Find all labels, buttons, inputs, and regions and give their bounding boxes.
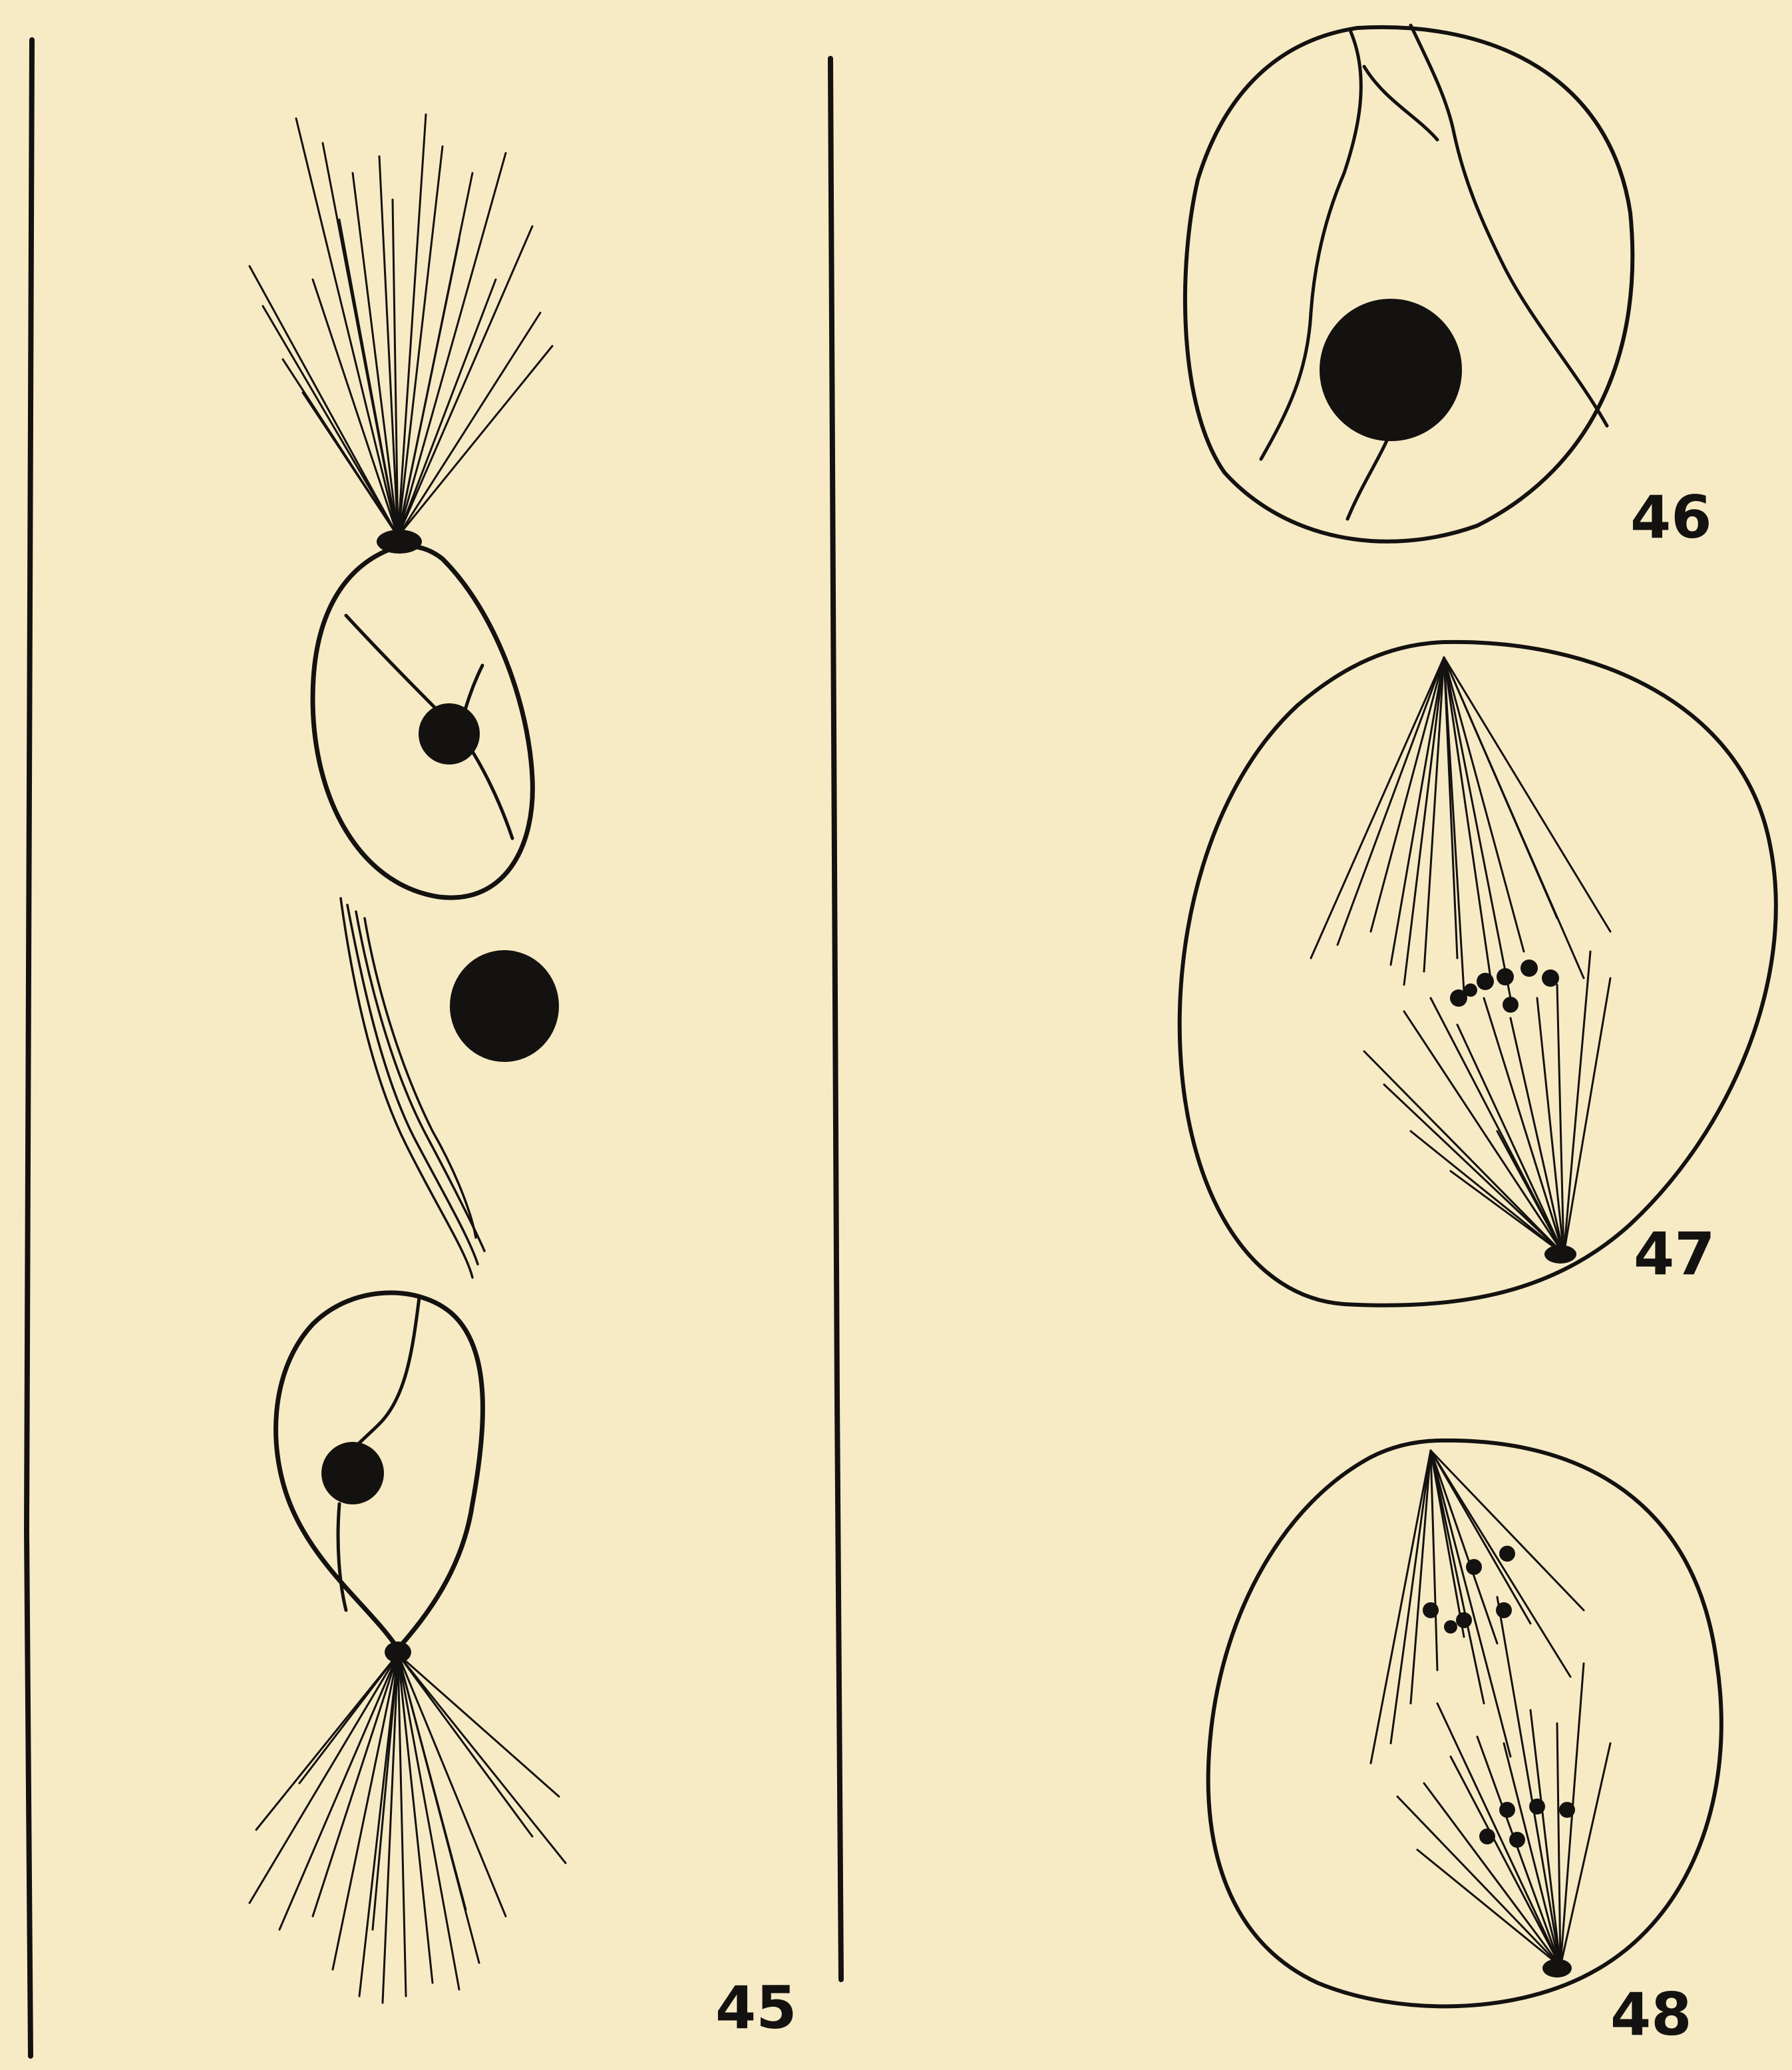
figure-label-48: 48 [1610,1980,1692,2049]
figure-label-47: 47 [1634,1220,1715,1288]
cell-wall-lines [26,40,841,2056]
spindle-fibres-lower [1364,951,1610,1254]
upper-nucleolus [419,703,480,765]
figure-46-resting-cell: 46 [1185,25,1712,552]
lower-nucleus [276,1293,483,1649]
figure-48-anaphase-cell: 48 [1208,1441,1721,2049]
figure-47-metaphase-cell: 47 [1180,642,1776,1305]
lower-pole-48 [1542,1959,1572,1978]
lower-aster-rays [250,1654,566,2003]
upper-nucleus [313,546,532,898]
figure-label-45: 45 [715,1974,797,2042]
chromosomes-48 [1423,1546,1575,1848]
figure-label-46: 46 [1630,483,1711,552]
spindle-fibres-48-lower [1397,1597,1610,1966]
spindle-fibres-upper [1311,657,1610,998]
figure-45-dividing-cell: 45 [250,114,797,2042]
lower-pole-47 [1544,1245,1576,1264]
nucleolus-46 [1320,299,1462,441]
nuclear-threads [1261,25,1607,519]
midbody-fibres [341,898,484,1278]
detached-nucleolus [450,950,559,1062]
spindle-fibres-48-upper [1371,1451,1584,1763]
upper-aster-rays [250,114,552,536]
lower-nucleolus [321,1442,384,1504]
